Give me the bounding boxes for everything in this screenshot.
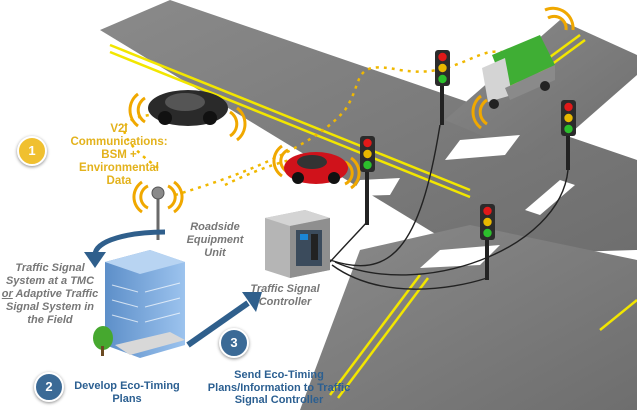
controller-cabinet-icon bbox=[265, 210, 330, 278]
flow-arrows bbox=[84, 229, 262, 348]
traffic-light-icon bbox=[480, 204, 495, 280]
step-1-badge: 1 bbox=[17, 136, 47, 166]
arrow-head bbox=[242, 292, 262, 312]
traffic-light-icon bbox=[561, 100, 576, 170]
send-label: Send Eco-Timing Plans/Information to Tra… bbox=[207, 369, 351, 406]
signal-wires bbox=[329, 124, 569, 290]
tmc-label-line2: Adaptive Traffic Signal System in the Fi… bbox=[5, 288, 99, 326]
traffic-light-icon bbox=[360, 136, 375, 225]
lower-cross-road bbox=[300, 225, 637, 410]
red-car-icon bbox=[284, 152, 348, 184]
step-2-badge: 2 bbox=[34, 372, 64, 402]
roads bbox=[100, 0, 637, 410]
arrow-head bbox=[84, 252, 106, 268]
rsu-label: Roadside Equipment Unit bbox=[186, 221, 244, 259]
traffic-light-icon bbox=[435, 50, 450, 125]
stop-line bbox=[350, 178, 400, 196]
upper-cross-road bbox=[445, 20, 637, 160]
tmc-building-icon bbox=[93, 250, 185, 358]
curved-arrow bbox=[92, 229, 166, 256]
black-car-icon bbox=[148, 90, 228, 126]
tmc-label-or: or bbox=[1, 288, 13, 300]
diagonal-arrow bbox=[186, 300, 250, 348]
stop-line bbox=[525, 180, 575, 215]
step-3-badge: 3 bbox=[219, 328, 249, 358]
main-road bbox=[100, 0, 637, 255]
tmc-label: Traffic Signal System at a TMC or Adapti… bbox=[0, 262, 100, 327]
v2i-label: V2I Communications: BSM + Environmental … bbox=[70, 123, 168, 187]
stop-line bbox=[420, 245, 500, 268]
stop-line bbox=[445, 135, 520, 160]
controller-label: Traffic Signal Controller bbox=[250, 283, 320, 308]
truck-icon bbox=[482, 35, 555, 109]
develop-label: Develop Eco-Timing Plans bbox=[74, 380, 180, 405]
tmc-label-line1: Traffic Signal System at a bbox=[5, 262, 85, 287]
tmc-label-tmc: TMC bbox=[70, 275, 95, 287]
roadside-unit-icon bbox=[151, 186, 165, 240]
